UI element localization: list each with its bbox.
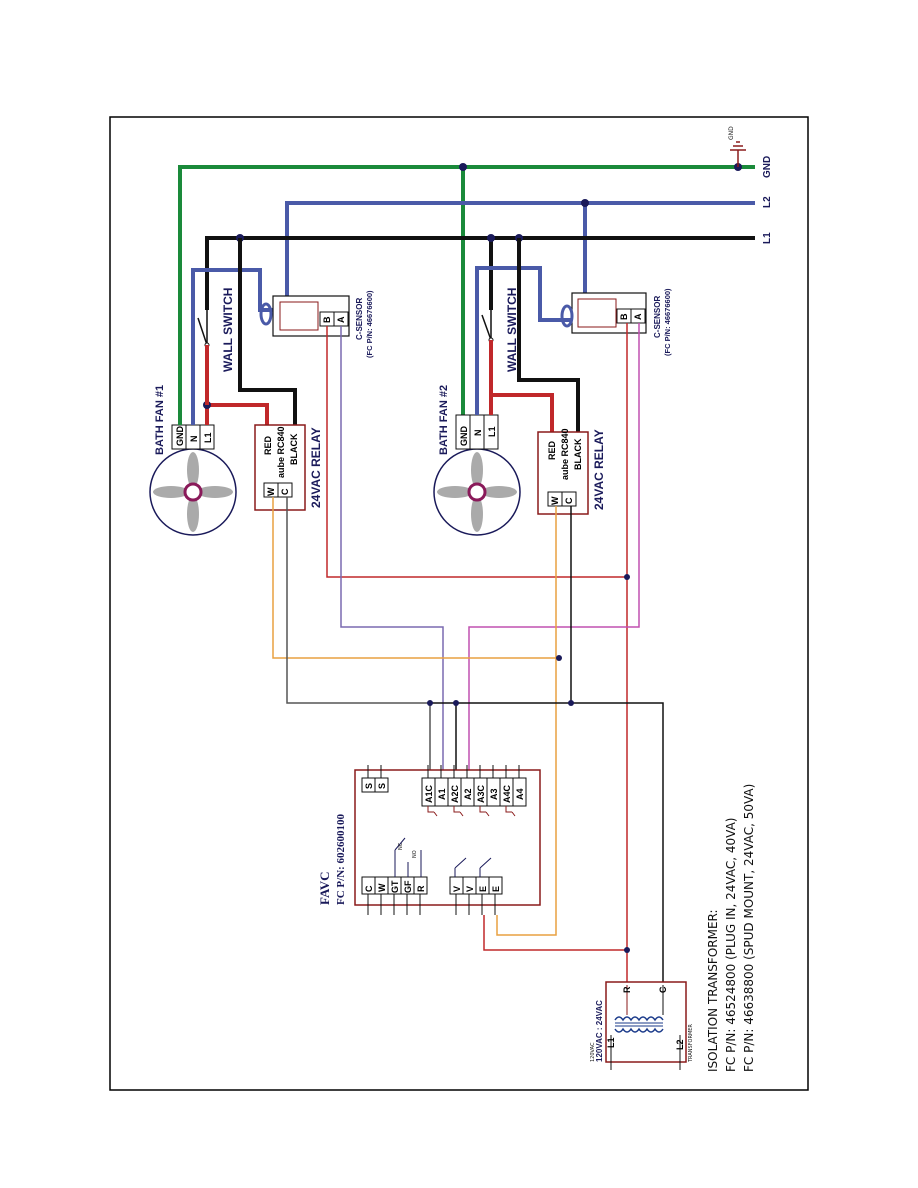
favc-no-label: NO: [412, 850, 418, 858]
favc-terminal-a1c: A1C: [424, 784, 434, 803]
favc-terminal-gf: GF: [403, 880, 413, 893]
wall-switch-2-label: WALL SWITCH: [505, 288, 519, 372]
transformer-terminal-c: C: [658, 986, 668, 993]
fan2-title: BATH FAN #2: [438, 385, 450, 455]
sensor1-terminal-b: B: [322, 316, 332, 323]
l2-rail-label: L2: [762, 196, 773, 208]
favc-terminal-a3c: A3C: [476, 784, 486, 803]
relay1-title: 24VAC RELAY: [309, 427, 323, 508]
fan1-terminal-gnd: GND: [175, 426, 185, 447]
fan2-red-wire: [489, 393, 554, 432]
relay1-red-label: RED: [263, 435, 273, 455]
favc-terminal-a4: A4: [515, 788, 525, 800]
favc-terminal-leads: [367, 765, 520, 915]
favc-terminal-a2: A2: [463, 788, 473, 800]
c-sensor-2: [560, 292, 647, 334]
favc-terminal-a4c: A4C: [502, 784, 512, 803]
transformer-terminal-r: R: [622, 986, 632, 993]
sensor2-terminal-b: B: [619, 313, 629, 320]
l2-rail: [285, 201, 755, 300]
fan1-terminal-n: N: [189, 436, 199, 443]
transformer-terminal-l2: L2: [675, 1039, 685, 1050]
favc-terminal-a3: A3: [489, 788, 499, 800]
favc-terminal-s2: S: [377, 783, 387, 789]
favc-terminal-c: C: [364, 885, 374, 892]
fan2-neutral-wire: [475, 266, 572, 415]
sensor1-title: C-SENSOR: [355, 298, 364, 340]
gnd-rail: [178, 165, 755, 415]
favc-terminal-w: W: [377, 883, 387, 892]
wall-switch-2: [481, 310, 494, 395]
fan2-terminal-l1: L1: [487, 426, 497, 437]
favc-terminal-v2: V: [465, 886, 475, 892]
relay2-w-wire: [496, 506, 557, 936]
sensor2-title: C-SENSOR: [653, 296, 662, 338]
relay1-terminal-w: W: [266, 487, 276, 496]
relay1-model: aube RC840: [276, 426, 286, 478]
favc-pn: FC P/N: 602600100: [335, 813, 347, 905]
relay2-title: 24VAC RELAY: [592, 429, 606, 510]
relay-2: [537, 431, 589, 515]
bath-fan-1: [149, 424, 237, 536]
favc-controller: [354, 769, 541, 906]
transformer-top-label: TRANSFORMER: [688, 1024, 694, 1063]
relay2-terminal-w: W: [550, 496, 560, 505]
notes-line-3: FC P/N: 46638800 (SPUD MOUNT, 24VAC, 50V…: [742, 784, 756, 1072]
relay1-c-wire: [286, 497, 431, 775]
sensor1-a-wire: [340, 326, 444, 775]
transformer-side-label: 120VAC: [590, 1042, 596, 1062]
favc-nc-label: NC: [398, 842, 404, 850]
favc-terminal-e1: E: [478, 886, 488, 892]
wall-switch-1: [197, 298, 210, 405]
sensor2-terminal-a: A: [633, 313, 643, 320]
favc-terminal-r: R: [416, 885, 426, 892]
notes-line-1: ISOLATION TRANSFORMER:: [706, 909, 720, 1072]
relay2-c-wire: [570, 506, 664, 985]
ground-symbol-icon: [730, 141, 746, 167]
favc-title: FAVC: [317, 872, 332, 905]
fan2-black-wire: [517, 238, 580, 432]
relay2-black-label: BLACK: [573, 438, 583, 470]
fan1-terminal-l1: L1: [203, 432, 213, 443]
sensor1-b-wire: [326, 326, 627, 578]
relay2-terminal-c: C: [564, 497, 574, 504]
gnd-rail-label: GND: [762, 156, 773, 178]
favc-terminal-e2: E: [491, 886, 501, 892]
favc-e-wire: [483, 915, 627, 951]
notes-line-2: FC P/N: 46524800 (PLUG IN, 24VAC, 40VA): [724, 818, 738, 1072]
fan2-terminal-gnd: GND: [459, 426, 469, 447]
relay2-model: aube RC840: [560, 428, 570, 480]
relay-1: [254, 424, 306, 511]
l1-rail: [205, 236, 755, 310]
l1-rail-label: L1: [762, 232, 773, 244]
sensor2-a-wire: [468, 323, 640, 775]
favc-terminal-a2c: A2C: [450, 784, 460, 803]
relay1-w-wire: [272, 497, 559, 659]
fan1-title: BATH FAN #1: [154, 385, 166, 455]
relay1-terminal-c: C: [280, 488, 290, 495]
relay2-red-label: RED: [547, 440, 557, 460]
favc-terminal-s1: S: [364, 783, 374, 789]
bath-fan-2: [433, 414, 521, 536]
fan1-black-wire: [238, 238, 297, 425]
transformer-rating: 120VAC : 24VAC: [595, 1000, 604, 1062]
sensor2-pn: (FC P/N: 46676600): [663, 288, 672, 356]
sensor1-pn: (FC P/N: 46676600): [365, 290, 374, 358]
fan1-red-wire: [205, 403, 269, 425]
ground-symbol-label: GND: [728, 126, 735, 140]
sensor1-terminal-a: A: [336, 316, 346, 323]
wall-switch-1-label: WALL SWITCH: [221, 288, 235, 372]
transformer-terminal-l1: L1: [606, 1037, 616, 1048]
control-junctions: [427, 574, 630, 953]
fan2-terminal-n: N: [473, 430, 483, 437]
diagram-border: [109, 116, 809, 1091]
favc-terminal-gt: GT: [390, 880, 400, 893]
isolation-transformer: [605, 981, 687, 1070]
favc-terminal-v1: V: [452, 886, 462, 892]
c-sensor-1: [259, 295, 350, 337]
relay1-black-label: BLACK: [289, 433, 299, 465]
favc-terminal-a1: A1: [437, 788, 447, 800]
